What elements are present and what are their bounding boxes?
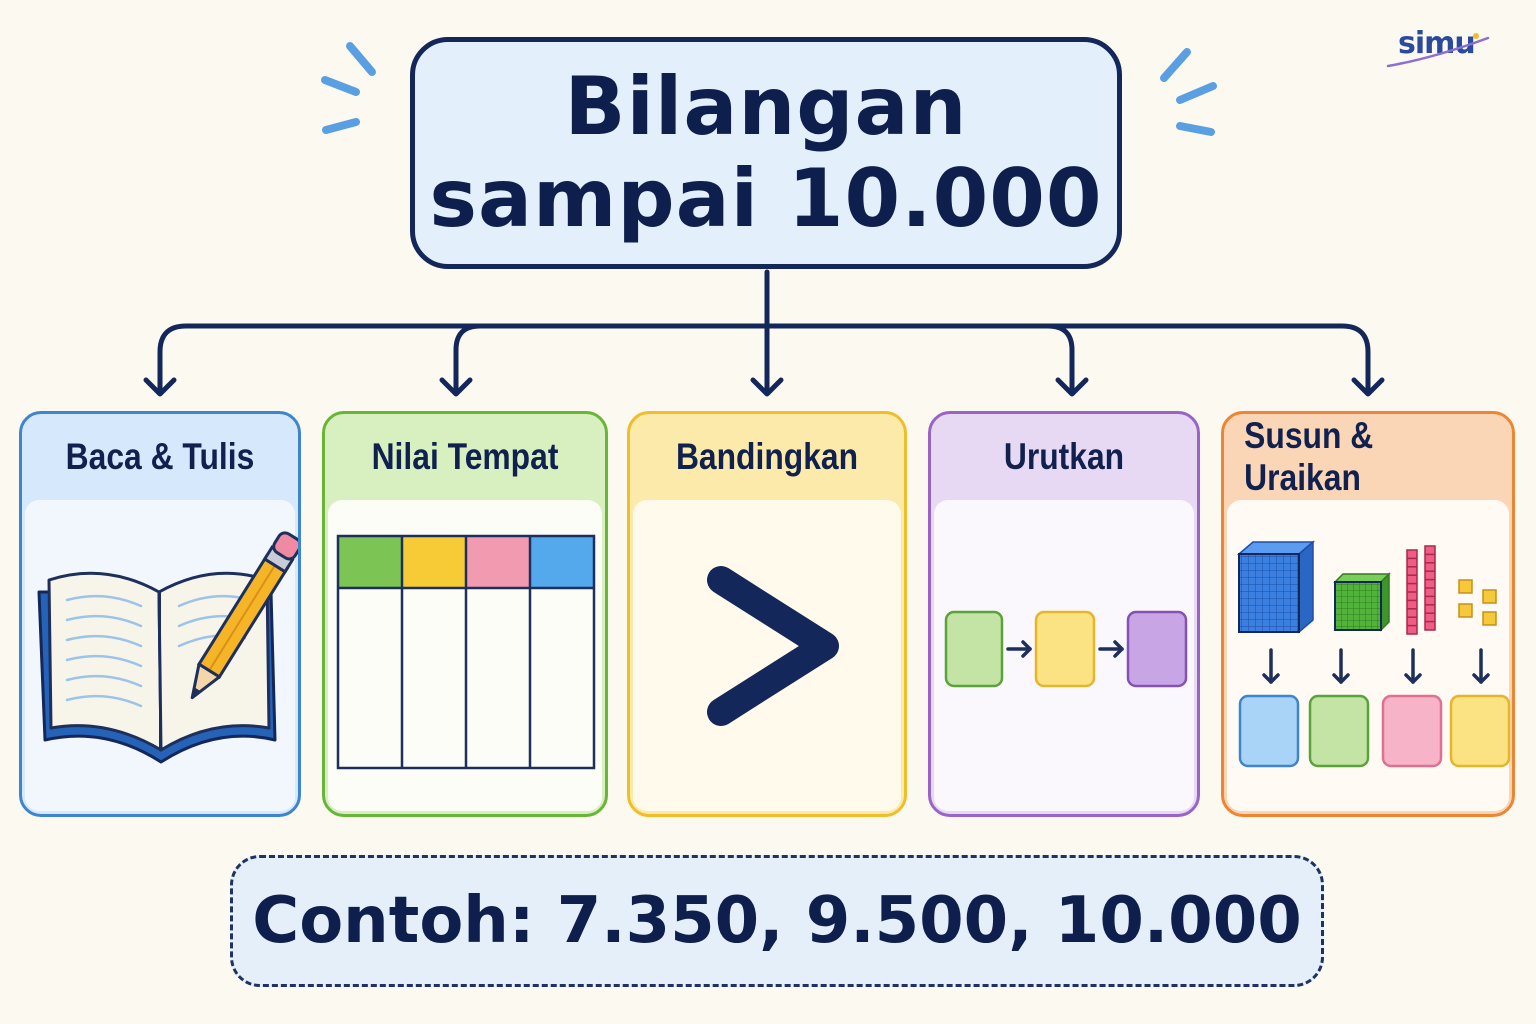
result-box-green [1308, 694, 1370, 768]
logo-swoosh-icon [1386, 33, 1490, 68]
greater-than-icon [707, 566, 839, 726]
connector-arrowheads [143, 377, 1385, 397]
connector-lines [157, 269, 1371, 395]
open-book-pencil-icon [37, 531, 298, 764]
base-ten-blocks-icon [1236, 540, 1511, 768]
card-susun-uraikan: Susun & Uraikan [1221, 411, 1515, 817]
card-body [633, 500, 901, 811]
card-body [1227, 500, 1511, 811]
card-label: Baca & Tulis [65, 436, 255, 477]
card-label: Bandingkan [675, 436, 859, 477]
card-label: Susun & Uraikan [1244, 415, 1374, 498]
ten-rods-icon [1406, 545, 1436, 635]
title-line-2: sampai 10.000 [429, 152, 1103, 245]
card-baca-tulis: Baca & Tulis [19, 411, 301, 817]
sparkle-left-icon [321, 42, 376, 134]
result-box-blue [1238, 694, 1300, 768]
example-text: Contoh: 7.350, 9.500, 10.000 [252, 884, 1302, 958]
one-cubes-icon [1458, 579, 1497, 626]
result-box-yellow [1449, 694, 1511, 768]
card-urutkan: Urutkan [928, 411, 1200, 817]
card-label: Nilai Tempat [371, 436, 559, 477]
card-body [328, 500, 602, 811]
title-box: Bilangan sampai 10.000 [410, 37, 1122, 269]
example-box: Contoh: 7.350, 9.500, 10.000 [230, 855, 1324, 987]
hundred-block-icon [1333, 572, 1391, 632]
card-bandingkan: Bandingkan [627, 411, 907, 817]
card-body [25, 500, 298, 811]
simu-logo: simu [1384, 26, 1496, 76]
decompose-arrows [1262, 648, 1490, 684]
place-value-table-icon [336, 534, 596, 770]
sparkle-right-icon [1160, 48, 1217, 136]
sequence-boxes-icon [944, 610, 1188, 688]
result-box-pink [1381, 694, 1443, 768]
thousand-block-icon [1236, 540, 1316, 634]
card-body [934, 500, 1194, 811]
card-nilai-tempat: Nilai Tempat [322, 411, 608, 817]
card-label: Urutkan [1003, 436, 1125, 477]
title-line-1: Bilangan [564, 60, 968, 153]
